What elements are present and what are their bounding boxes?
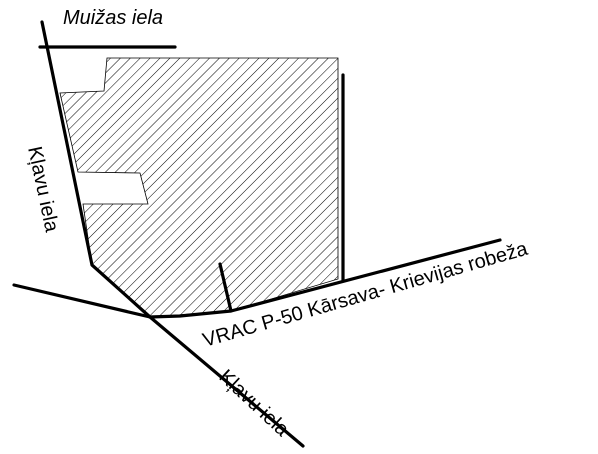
hatched-parcel	[59, 57, 339, 318]
road-west-segment	[12, 283, 152, 319]
label-klavu-iela-lower: Kļavu iela	[215, 366, 294, 442]
road-klavu-iela-lower	[148, 315, 305, 448]
road-vrac-p50	[148, 238, 502, 319]
road-klavu-iela-upper	[40, 20, 152, 319]
label-muizas-iela: Muižas iela	[63, 7, 163, 29]
label-klavu-iela-upper: Kļavu iela	[23, 144, 63, 234]
road-stub	[218, 262, 233, 313]
